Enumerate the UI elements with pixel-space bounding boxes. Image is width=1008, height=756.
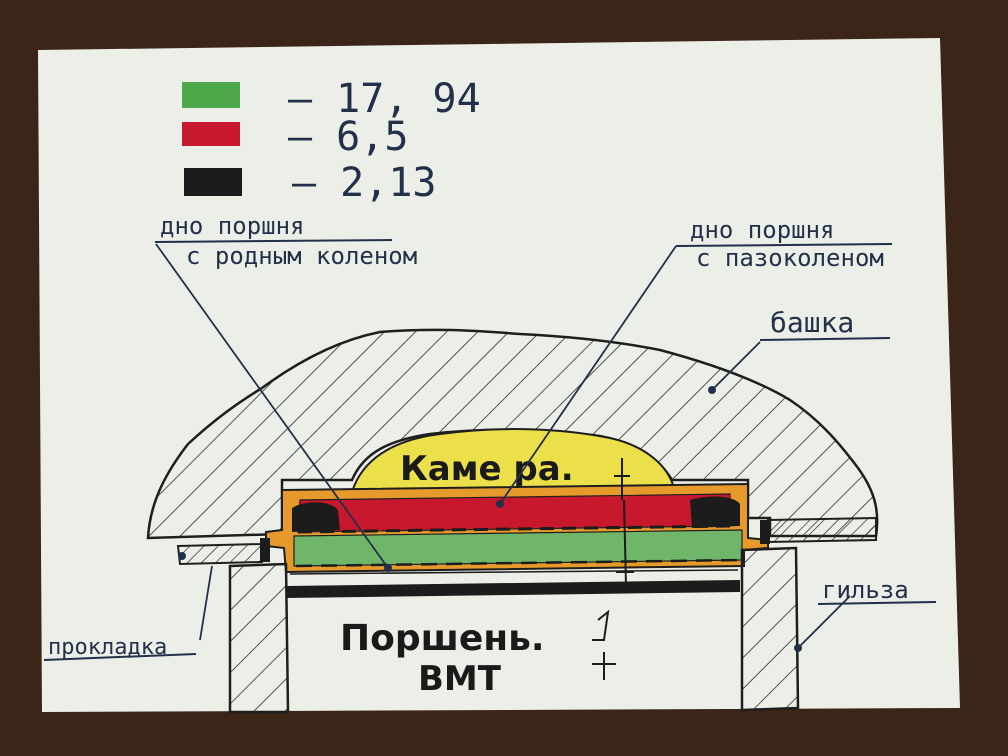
label-piston-native-line2: с родным коленом (186, 242, 417, 270)
label-head-text: башка (770, 306, 854, 339)
sleeve-left (228, 562, 290, 714)
label-piston-native: дно поршня с родным коленом (154, 212, 417, 270)
gasket-right (767, 516, 877, 544)
label-piston-pazo: дно поршня с пазоколеном (675, 216, 893, 272)
label-piston-native-line1: дно поршня (160, 212, 305, 240)
gasket-left-dark (260, 538, 270, 562)
legend: – 17, 94 – 6,5 – 2,13 (182, 76, 481, 206)
dot-head (708, 386, 716, 394)
label-piston-pazo-line1: дно поршня (690, 216, 835, 244)
label-head: башка (759, 306, 891, 341)
dot-gasket (178, 552, 186, 560)
legend-swatch-red (182, 122, 240, 146)
legend-swatch-green (182, 82, 240, 108)
dot-sleeve (794, 644, 802, 652)
corner-left (292, 502, 340, 532)
piston-upper-line (289, 569, 739, 575)
gasket-left (176, 542, 263, 566)
label-chamber: Каме ра. (400, 449, 574, 489)
legend-value-red: – 6,5 (288, 114, 408, 160)
dimension-marker (592, 458, 636, 680)
corner-right (690, 496, 740, 528)
label-sleeve: гильза (817, 576, 937, 605)
dashed-black-top (297, 524, 733, 534)
layer-red (297, 493, 731, 533)
legend-value-green: – 17, 94 (288, 76, 481, 122)
label-sleeve-text: гильза (822, 576, 909, 604)
dot-pazo (496, 500, 504, 508)
leader-lines (155, 243, 851, 649)
sleeve-right (740, 546, 800, 712)
label-tdc: ВМТ (418, 659, 502, 699)
legend-swatch-black (184, 168, 242, 196)
gasket-right-dark (760, 520, 770, 544)
label-piston: Поршень. (340, 618, 545, 659)
legend-value-black: – 2,13 (292, 160, 437, 206)
label-gasket: прокладка (43, 635, 197, 661)
combustion-chamber (350, 428, 676, 494)
dot-native (384, 564, 392, 572)
label-piston-pazo-line2: с пазоколеном (696, 244, 884, 272)
